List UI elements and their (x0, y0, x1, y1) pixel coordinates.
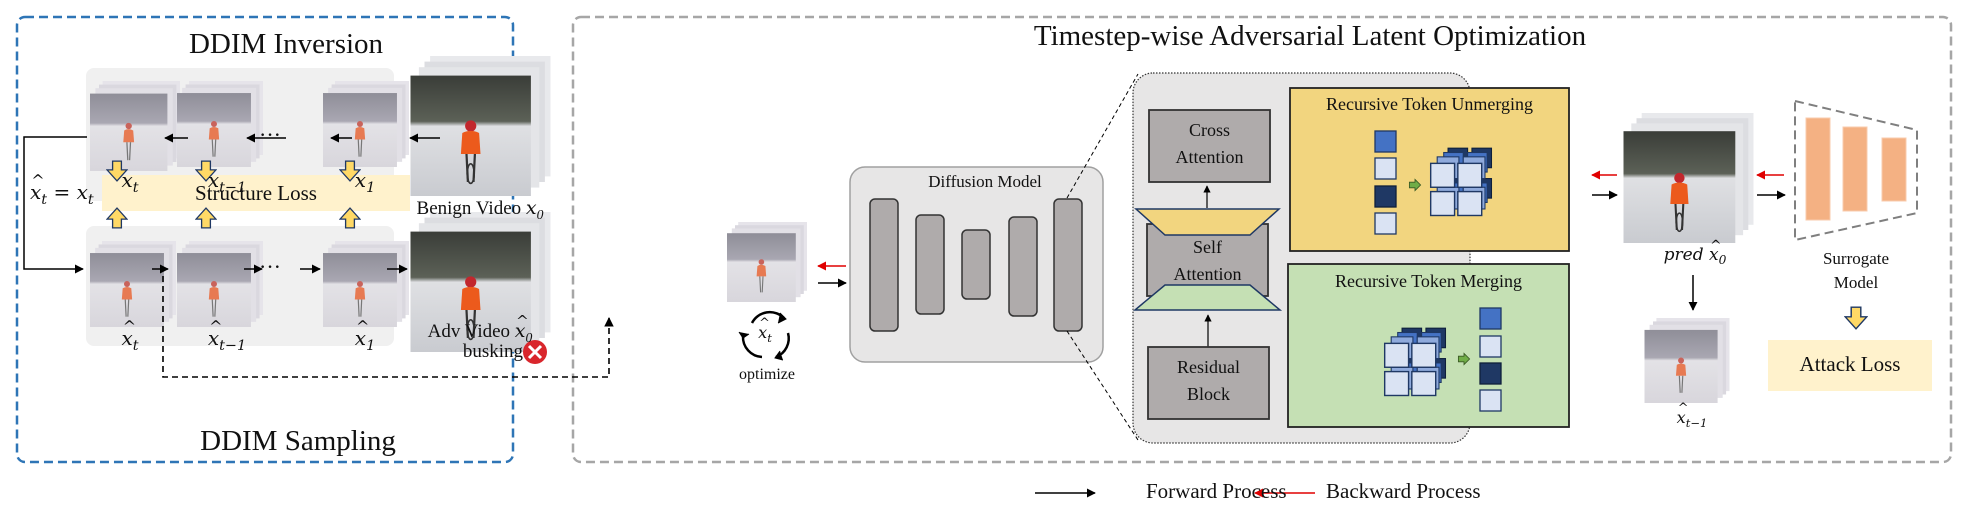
attack-loss-box (1768, 340, 1932, 391)
self-attention-box (1146, 223, 1269, 297)
sampling-frame-xt (90, 240, 176, 328)
merge-trapezoid (1132, 284, 1283, 311)
pred-x0-frame (1622, 113, 1755, 243)
unmerging-box (1289, 87, 1570, 252)
sampling-frame-x1 (323, 240, 409, 328)
legend-forward-label: Forward Process (1146, 479, 1287, 503)
attack-loss-label: Attack Loss (1799, 352, 1901, 376)
next-latent-label: xt−1 (1662, 401, 1722, 430)
inversion-label-xt: xt (121, 168, 139, 197)
optimize-latent-label: xt (745, 316, 785, 345)
right-panel-title: Timestep-wise Adversarial Latent Optimiz… (1033, 20, 1587, 52)
sampling-label-xt: xt (100, 317, 160, 354)
inversion-frame-x1 (323, 80, 409, 168)
diffusion-model-title: Diffusion Model (928, 172, 1042, 191)
right-panel-border (571, 15, 1953, 464)
merging-title: Recursive Token Merging (1334, 271, 1523, 291)
residual-block-box (1147, 346, 1270, 420)
inversion-label-xt-1: xt−1 (207, 168, 247, 197)
inversion-label-x1: x1 (354, 168, 376, 197)
optimize-label: optimize (739, 366, 795, 383)
next-latent-frame (1643, 318, 1731, 403)
inversion-ellipsis: ··· (259, 122, 281, 147)
ddim-inversion-title: DDIM Inversion (188, 28, 384, 60)
sampling-label-x1: x1 (335, 317, 395, 354)
prediction-label: busking (462, 341, 523, 362)
sampling-ellipsis: ··· (259, 254, 281, 279)
inversion-frame-xt (90, 80, 180, 172)
legend-backward-label: Backward Process (1326, 479, 1481, 503)
latent-xt-frame (726, 222, 808, 302)
structure-loss-box (102, 175, 410, 211)
unmerge-trapezoid (1134, 208, 1281, 236)
error-x-circle-icon (523, 340, 547, 364)
unmerging-title: Recursive Token Unmerging (1325, 94, 1534, 114)
equality-label: xt = xt (30, 171, 110, 208)
surrogate-model-shape (1794, 99, 1918, 242)
sampling-label-xt-1: xt−1 (187, 317, 267, 354)
benign-video-label: Benign Video x0 (416, 197, 544, 222)
structure-loss-label: Structure Loss (195, 181, 317, 205)
adv-video-label: Adv Video x0 (405, 312, 555, 345)
cross-attention-box (1148, 109, 1271, 183)
ddim-sampling-title: DDIM Sampling (200, 425, 396, 457)
pred-x0-label: pred x0 (1640, 238, 1750, 268)
benign-video-frame (409, 56, 552, 196)
optimize-cycle-icon (738, 310, 790, 361)
